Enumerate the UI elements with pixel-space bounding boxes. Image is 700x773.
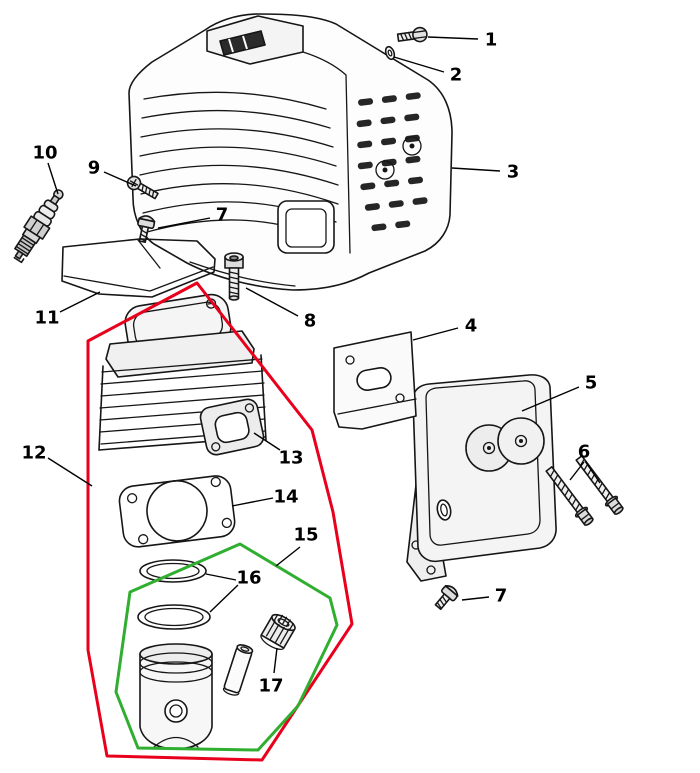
plate-screw-bottom — [434, 584, 459, 611]
callout-leader-7 — [461, 596, 490, 601]
callout-label-12: 12 — [21, 442, 46, 463]
callout-leader-8 — [245, 287, 299, 317]
muffler — [406, 374, 557, 582]
callout-label-7: 7 — [216, 204, 229, 225]
cylinder-cover — [128, 13, 453, 291]
callout-leader-6 — [569, 461, 585, 481]
callout-leader-extra-0 — [209, 584, 239, 613]
cover-screw-bosses — [375, 136, 422, 180]
callout-leader-10 — [47, 162, 59, 195]
cylinder — [98, 293, 267, 456]
callout-leader-11 — [59, 291, 101, 313]
heat-shield-plate — [61, 238, 216, 298]
callout-label-10: 10 — [32, 142, 57, 163]
red-group-outline — [86, 281, 354, 762]
needle-bearing — [260, 613, 296, 650]
wrist-pin — [222, 644, 254, 696]
callout-leader-4 — [412, 327, 459, 341]
callout-leader-3 — [451, 167, 501, 172]
callout-leader-12 — [47, 457, 93, 487]
callout-label-9: 9 — [88, 157, 101, 178]
callout-leader-14 — [231, 497, 274, 507]
cover-vent-slots — [356, 92, 428, 232]
callout-leader-9 — [103, 171, 137, 187]
piston-ring-bottom — [137, 604, 211, 630]
callout-label-5: 5 — [585, 372, 598, 393]
callout-label-4: 4 — [465, 315, 478, 336]
cylinder-screw — [224, 252, 244, 301]
callout-label-8: 8 — [304, 310, 317, 331]
cover-window — [277, 200, 335, 254]
cylinder-gasket — [118, 475, 236, 548]
callout-leader-5 — [521, 386, 580, 412]
callout-label-13: 13 — [278, 447, 303, 468]
spark-plug — [13, 189, 64, 264]
callout-leader-extra-1 — [584, 460, 601, 484]
callout-leader-15 — [275, 546, 301, 567]
shroud-screw — [126, 175, 159, 200]
piston-ring-top — [139, 559, 207, 583]
callout-label-14: 14 — [273, 486, 298, 507]
callout-leader-13 — [253, 432, 281, 451]
callout-label-1: 1 — [485, 29, 498, 50]
callout-label-3: 3 — [507, 161, 520, 182]
muffler-gasket — [333, 331, 417, 430]
exhaust-flange — [199, 398, 265, 456]
callout-label-15: 15 — [293, 524, 318, 545]
callout-leader-17 — [273, 647, 278, 674]
callout-leader-2 — [393, 56, 445, 73]
piston — [139, 643, 213, 750]
callout-leader-7 — [157, 217, 211, 229]
washer — [384, 45, 396, 61]
callout-leader-1 — [427, 36, 479, 40]
callout-label-7: 7 — [495, 585, 508, 606]
callout-label-2: 2 — [450, 64, 463, 85]
plate-screw-top — [137, 215, 156, 244]
callout-leader-16 — [205, 573, 237, 581]
callout-label-16: 16 — [236, 567, 261, 588]
callout-label-11: 11 — [34, 307, 59, 328]
callout-label-6: 6 — [578, 441, 591, 462]
callout-label-17: 17 — [258, 675, 283, 696]
muffler-bolt-2 — [575, 455, 624, 515]
muffler-bolt-1 — [545, 466, 594, 526]
cover-screw — [396, 26, 428, 43]
green-group-outline — [114, 542, 339, 752]
